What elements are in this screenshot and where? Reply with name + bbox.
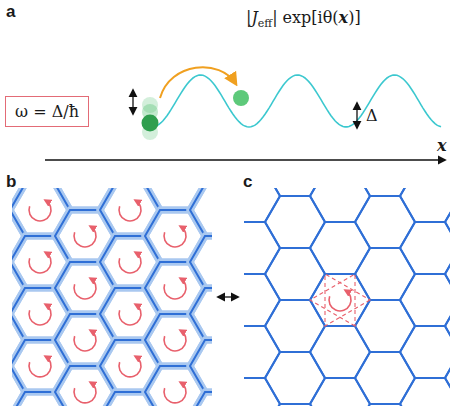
bond <box>244 274 280 326</box>
bond <box>310 378 370 406</box>
bond <box>190 188 212 236</box>
honeycomb-c <box>244 188 450 406</box>
shake-arrow <box>132 90 133 114</box>
bond <box>355 300 415 352</box>
bond <box>265 404 325 406</box>
flux-curl <box>164 382 186 403</box>
bond <box>400 188 450 222</box>
frequency-label: ω = Δ/ħ <box>15 102 79 121</box>
bond <box>355 196 415 248</box>
panel-letter: b <box>6 172 16 192</box>
bond-glow <box>190 188 212 236</box>
flux-curl <box>74 226 96 247</box>
flux-curl <box>74 382 96 403</box>
panel-letter: a <box>6 2 15 22</box>
panel-letter: c <box>243 172 252 192</box>
flux-curl <box>164 226 186 247</box>
bond <box>265 188 325 196</box>
depth-label: Δ <box>366 106 378 125</box>
equivalence-arrow <box>218 296 238 297</box>
flux-curl <box>329 290 351 311</box>
flux-curl <box>164 278 186 299</box>
bond <box>310 188 370 222</box>
bond <box>244 378 280 406</box>
bond <box>265 352 325 404</box>
atom <box>142 115 159 132</box>
flux-curl <box>119 200 141 221</box>
bond <box>244 326 280 378</box>
x-axis <box>45 159 445 160</box>
bond <box>445 188 450 196</box>
flux-curl <box>29 304 51 325</box>
bond <box>190 288 212 340</box>
honeycomb-b <box>12 188 212 406</box>
nnn-hopping <box>325 274 370 326</box>
bond <box>400 378 450 406</box>
hopping-term: | exp[iθ( <box>272 8 338 27</box>
bond-glow <box>190 236 212 288</box>
bond <box>445 248 450 300</box>
bond <box>445 196 450 248</box>
bond <box>400 326 450 378</box>
bond <box>244 222 280 274</box>
flux-curl <box>164 330 186 351</box>
hopping-term: )] <box>348 8 360 27</box>
flux-curl <box>119 356 141 377</box>
bond <box>400 222 450 274</box>
bond <box>190 236 212 288</box>
bond-glow <box>190 288 212 340</box>
bond <box>265 196 325 248</box>
bond <box>265 300 325 352</box>
flux-curl <box>119 252 141 273</box>
bond <box>310 326 370 378</box>
flux-curl <box>119 304 141 325</box>
bond <box>355 248 415 300</box>
atom <box>233 90 249 106</box>
potential-wave <box>145 75 441 127</box>
hopping-term: x <box>339 8 349 27</box>
bond <box>190 392 212 406</box>
flux-curl <box>74 278 96 299</box>
flux-curl <box>74 330 96 351</box>
bond-glow <box>190 392 212 406</box>
bond <box>310 274 370 326</box>
bond-glow <box>190 340 212 392</box>
bond <box>355 352 415 404</box>
frequency-box: ω = Δ/ħ <box>5 96 89 127</box>
nnn-hopping <box>310 274 355 326</box>
flux-curl <box>29 252 51 273</box>
bond <box>445 300 450 352</box>
flux-arrows <box>29 200 370 402</box>
bond <box>355 404 415 406</box>
depth-arrow <box>356 103 357 128</box>
hopping-term: |J <box>246 8 258 27</box>
bond <box>445 404 450 406</box>
hopping-label: |Jeff| exp[iθ(x)] <box>246 8 361 30</box>
axis-label: x <box>437 136 447 155</box>
bond <box>190 340 212 392</box>
flux-curl <box>29 200 51 221</box>
bond <box>400 274 450 326</box>
bond <box>310 222 370 274</box>
bond <box>265 248 325 300</box>
bond <box>355 188 415 196</box>
hopping-arrow <box>160 67 236 98</box>
hopping-term: eff <box>258 17 272 30</box>
bond <box>445 352 450 404</box>
flux-curl <box>29 356 51 377</box>
